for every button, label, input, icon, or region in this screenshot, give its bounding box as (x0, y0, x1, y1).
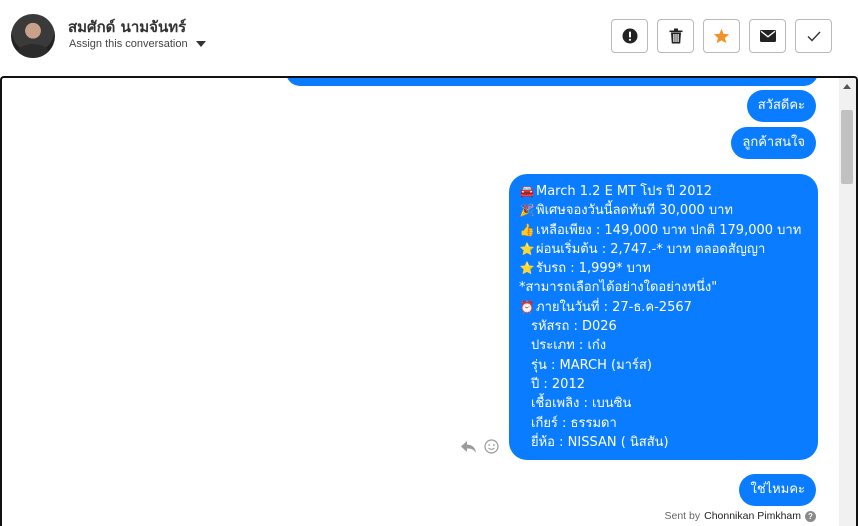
sender-name: Chonnikan Pimkham (704, 510, 801, 522)
star-emoji-icon: ⭐ (519, 241, 535, 256)
sent-by-label: Sent by Chonnikan Pimkham ? (664, 510, 816, 522)
scroll-up-arrow-icon[interactable] (843, 84, 851, 89)
thumbs-up-icon: 👍 (519, 222, 535, 237)
message-tools (460, 439, 499, 454)
assign-conversation-dropdown[interactable]: Assign this conversation (69, 38, 206, 50)
help-icon[interactable]: ? (805, 510, 816, 522)
party-icon: 🎉 (519, 203, 535, 218)
sent-by-prefix: Sent by (664, 510, 701, 522)
detail-line: ⭐ผ่อนเริ่มต้น : 2,747.-* บาท ตลอดสัญญา (519, 240, 808, 259)
message-bubble-partial (286, 78, 818, 86)
scrollbar-thumb[interactable] (841, 110, 853, 184)
scrollbar[interactable] (839, 78, 856, 526)
car-icon: 🚘 (519, 184, 535, 198)
caret-down-icon (195, 41, 206, 47)
detail-line: 🎉พิเศษจองวันนี้ลดทันที 30,000 บาท (519, 201, 808, 220)
check-icon (807, 31, 821, 42)
reply-icon[interactable] (460, 440, 477, 454)
detail-line: ยี่ห้อ : NISSAN ( นิสสัน) (531, 434, 669, 450)
emoji-reaction-icon[interactable] (484, 439, 499, 454)
detail-line: 👍เหลือเพียง : 149,000 บาท ปกติ 179,000 บ… (519, 221, 808, 240)
star-icon (713, 28, 730, 44)
detail-line: รหัสรถ : D026 (531, 319, 617, 335)
trash-icon (669, 28, 682, 44)
assign-label: Assign this conversation (69, 38, 188, 50)
avatar[interactable] (11, 14, 55, 58)
detail-line: รุ่น : MARCH (มาร์ส) (531, 357, 652, 373)
mail-icon (759, 30, 776, 42)
message-bubble-question: ใช่ไหมคะ (739, 474, 816, 506)
mark-done-button[interactable] (795, 19, 832, 53)
detail-line: ⏰ภายในวันที่ : 27-ธ.ค-2567 (519, 298, 808, 317)
mark-unread-button[interactable] (749, 19, 786, 53)
detail-line: *สามารถเลือกได้อย่างใดอย่างหนึ่ง" (519, 280, 718, 296)
alert-icon (622, 28, 637, 44)
message-thread[interactable]: สวัสดีคะ ลูกค้าสนใจ 🚘March 1.2 E MT โปร … (0, 76, 858, 526)
message-bubble-interested: ลูกค้าสนใจ (731, 127, 816, 159)
alarm-clock-icon: ⏰ (519, 299, 535, 314)
message-bubble-car-details: 🚘March 1.2 E MT โปร ปี 2012 🎉พิเศษจองวัน… (509, 174, 818, 460)
star-emoji-icon: ⭐ (519, 261, 535, 276)
conversation-header: สมศักด์ นามจันทร์ Assign this conversati… (0, 0, 858, 76)
contact-name: สมศักด์ นามจันทร์ (68, 18, 187, 36)
message-bubble-greeting: สวัสดีคะ (746, 90, 816, 122)
star-button[interactable] (703, 19, 740, 53)
detail-line: ประเภท : เก๋ง (531, 338, 607, 354)
detail-line: เกียร์ : ธรรมดา (531, 415, 617, 431)
delete-button[interactable] (657, 19, 694, 53)
detail-line: 🚘March 1.2 E MT โปร ปี 2012 (519, 182, 808, 201)
detail-line: ⭐รับรถ : 1,999* บาท (519, 259, 808, 278)
action-toolbar (611, 19, 832, 53)
detail-line: เชื้อเพลิง : เบนซิน (531, 396, 632, 412)
mark-spam-button[interactable] (611, 19, 648, 53)
detail-line: ปี : 2012 (531, 376, 585, 392)
